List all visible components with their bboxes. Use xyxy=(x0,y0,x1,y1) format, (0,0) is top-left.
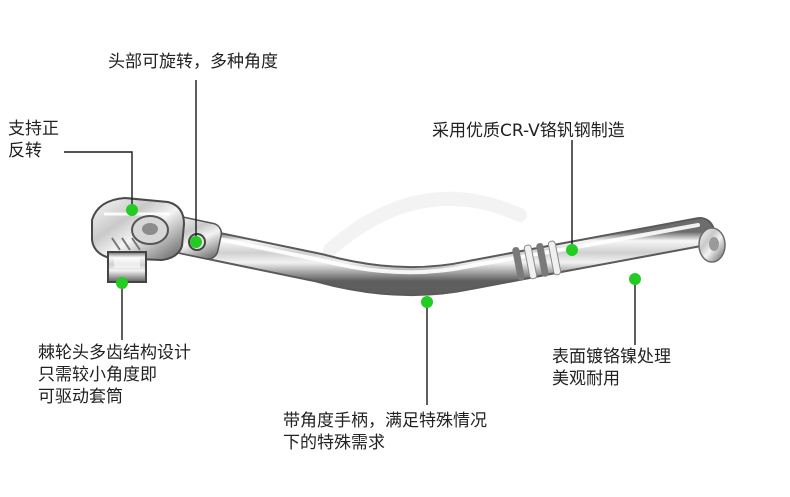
watermark xyxy=(323,191,527,257)
callout-angled-handle: 带角度手柄，满足特殊情况 下的特殊需求 xyxy=(283,410,487,454)
marker-dot-surface-finish xyxy=(629,273,641,285)
callout-text: 头部可旋转，多种角度 xyxy=(108,52,278,72)
grip-rings xyxy=(512,240,562,281)
square-drive xyxy=(107,251,147,283)
wrench-handle xyxy=(170,217,715,297)
callout-text: 美观耐用 xyxy=(552,369,620,389)
callout-rotating-head: 头部可旋转，多种角度 xyxy=(108,51,278,73)
callout-text: 可驱动套筒 xyxy=(38,387,123,407)
callout-text: 只需较小角度即 xyxy=(38,365,157,385)
callout-text: 棘轮头多齿结构设计 xyxy=(38,343,191,363)
callout-surface-finish: 表面镀铬镍处理 美观耐用 xyxy=(552,346,671,390)
handle-end-cap xyxy=(698,227,726,263)
callout-material: 采用优质CR-V铬钒钢制造 xyxy=(432,120,625,142)
leader-forward-reverse xyxy=(64,151,133,210)
marker-dot-ratchet-gear xyxy=(116,277,128,289)
marker-dots xyxy=(116,204,641,308)
callout-text: 下的特殊需求 xyxy=(283,433,385,453)
marker-dot-angled-handle xyxy=(421,296,433,308)
callout-text: 采用优质CR-V铬钒钢制造 xyxy=(432,121,625,141)
ratchet-head xyxy=(91,196,186,262)
callout-forward-reverse: 支持正 反转 xyxy=(8,118,59,162)
callout-text: 带角度手柄，满足特殊情况 xyxy=(283,411,487,431)
marker-dot-forward-reverse xyxy=(126,204,138,216)
marker-dot-material xyxy=(566,244,578,256)
callout-text: 表面镀铬镍处理 xyxy=(552,347,671,367)
callout-ratchet-gear: 棘轮头多齿结构设计 只需较小角度即 可驱动套筒 xyxy=(38,342,191,408)
leader-lines xyxy=(64,80,636,405)
marker-dot-rotating-head xyxy=(190,236,202,248)
callout-text: 支持正 xyxy=(8,119,59,139)
callout-text: 反转 xyxy=(8,141,42,161)
